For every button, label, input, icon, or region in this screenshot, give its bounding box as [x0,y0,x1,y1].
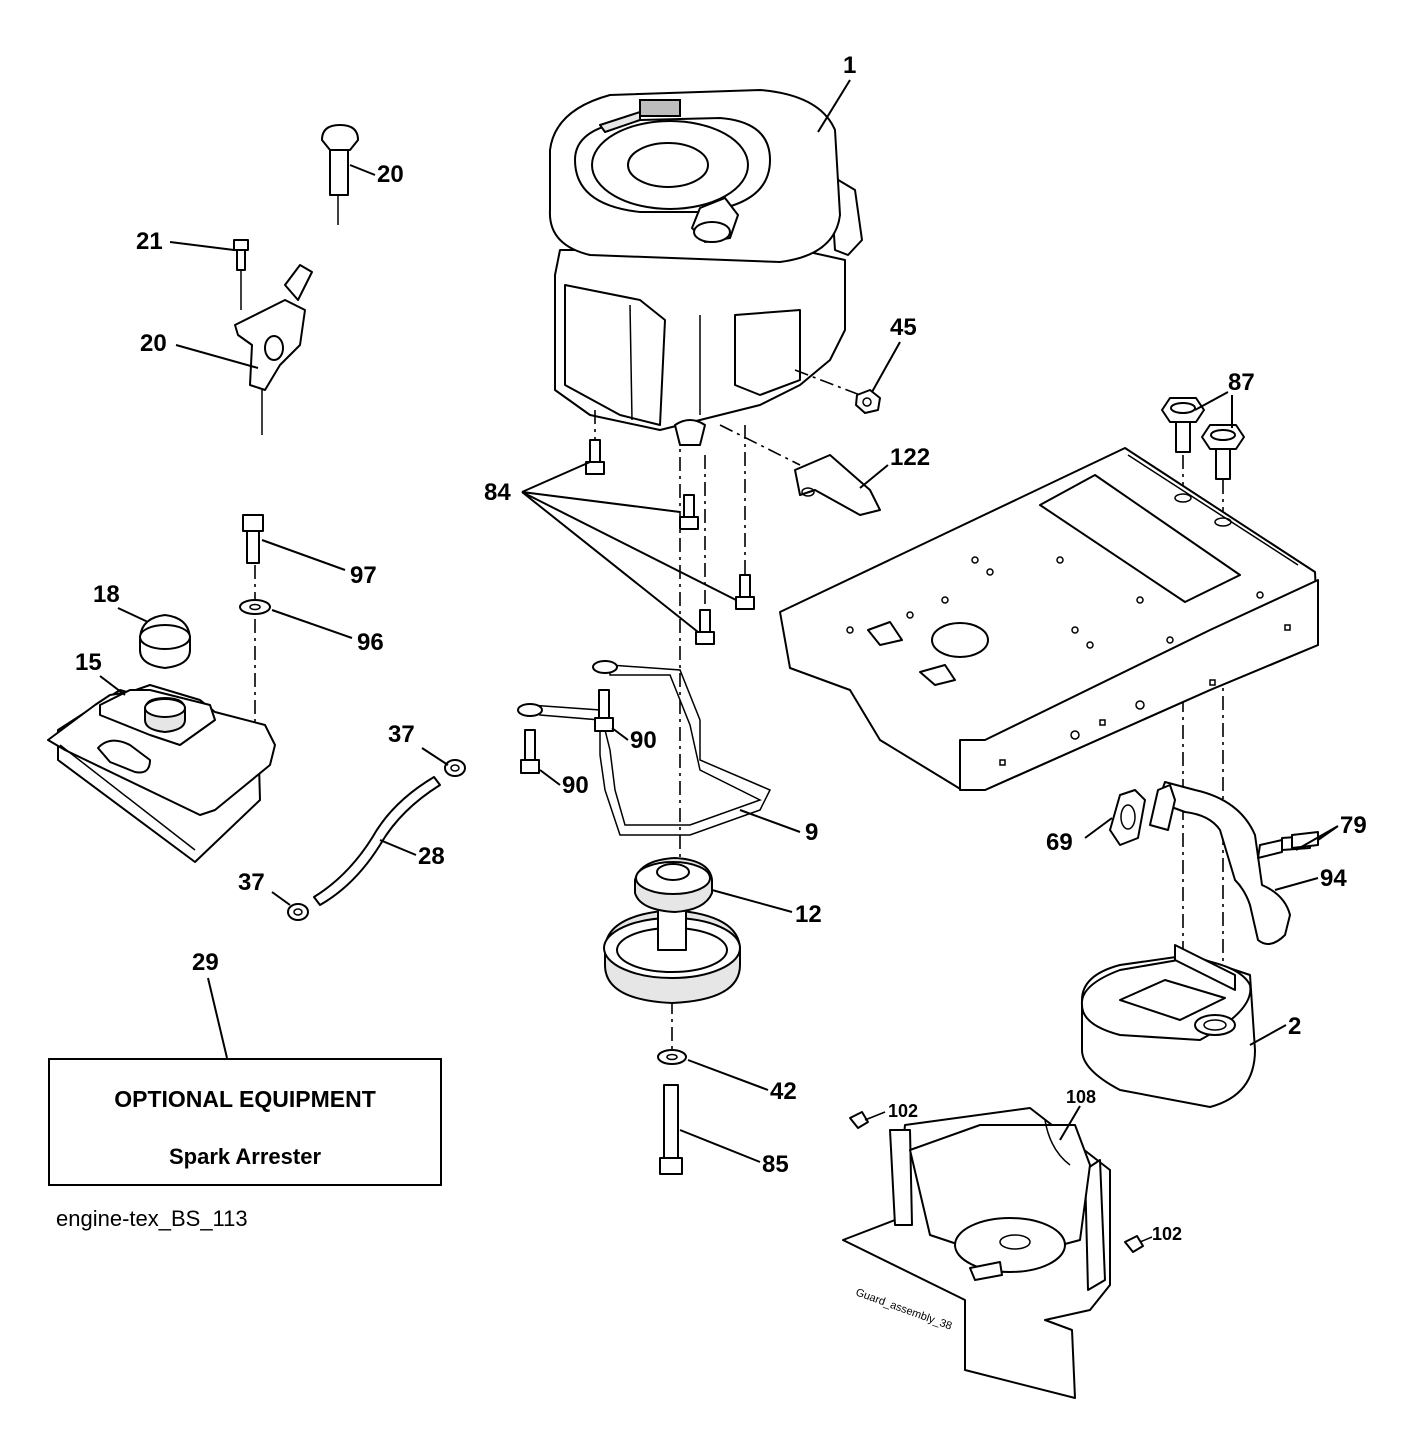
optional-equipment-subtitle: Spark Arrester [168,1144,322,1169]
callout-9: 9 [805,819,818,846]
optional-equipment-box: OPTIONAL EQUIPMENT Spark Arrester [48,1058,442,1186]
fuel-line-part-28 [313,776,441,906]
frame-plate [779,447,1319,791]
pulley-part-12 [603,857,741,1004]
callout-87: 87 [1228,369,1255,396]
nut-part-45 [855,389,881,414]
callout-37-a: 37 [388,721,415,748]
washer-part-42 [657,1049,687,1065]
bolt-part-85 [659,1084,683,1175]
callout-102-b: 102 [1152,1224,1182,1244]
callout-69: 69 [1046,829,1073,856]
callout-96: 96 [357,629,384,656]
muffler-part-2 [1080,944,1256,1108]
callout-45: 45 [890,314,917,341]
callout-2: 2 [1288,1013,1301,1040]
bolt-part-97 [242,514,264,564]
throttle-bracket-part-20 [234,264,313,435]
callout-42: 42 [770,1078,797,1105]
callout-29: 29 [192,949,219,976]
callout-97: 97 [350,562,377,589]
callout-122: 122 [890,444,930,471]
callout-90-b: 90 [562,772,589,799]
callout-108: 108 [1066,1087,1096,1107]
callout-12: 12 [795,901,822,928]
guard-assembly-part-108: Guard_assembly_38 [842,1107,1111,1399]
bracket-part-9 [517,660,772,836]
callout-22: 20 [377,161,404,188]
bolt-part-79 [1257,831,1319,859]
center-line-guard-122 [719,424,801,466]
callout-84: 84 [484,479,511,506]
callout-28: 28 [418,843,445,870]
knob-part-22 [321,124,359,225]
callout-102-a: 102 [888,1101,918,1121]
optional-equipment-title: OPTIONAL EQUIPMENT [114,1086,376,1112]
figure-id: engine-tex_BS_113 [56,1206,248,1231]
screw-part-102-b [1124,1235,1153,1253]
washer-part-96 [239,599,271,615]
fuel-tank-part-15 [47,684,276,863]
center-line-nut-45 [794,369,861,396]
screw-part-102-a [849,1111,886,1129]
guard-assembly-note: Guard_assembly_38 [854,1287,953,1333]
callout-21: 21 [136,228,163,255]
bolt-part-90-b [520,729,540,774]
clamp-part-37-b [287,903,309,921]
callout-90-a: 90 [630,727,657,754]
bolt-set-part-84 [585,419,755,645]
callout-18: 18 [93,581,120,608]
bolt-part-90-a [594,689,614,732]
screw-part-21 [233,239,249,310]
callout-20: 20 [140,330,167,357]
callout-15: 15 [75,649,102,676]
clamp-part-37-a [444,759,466,777]
callout-94: 94 [1320,865,1347,892]
guard-part-122 [794,454,881,516]
fuel-cap-part-18 [139,614,191,669]
callout-1: 1 [843,52,856,79]
knob-part-87-b [1201,424,1245,480]
callout-85: 85 [762,1151,789,1178]
callout-79: 79 [1340,812,1367,839]
engine-part-1 [548,89,863,431]
knob-part-87-a [1161,397,1205,453]
callout-37-b: 37 [238,869,265,896]
gasket-part-69 [1109,789,1146,846]
exhaust-pipe-part-94 [1149,781,1291,945]
